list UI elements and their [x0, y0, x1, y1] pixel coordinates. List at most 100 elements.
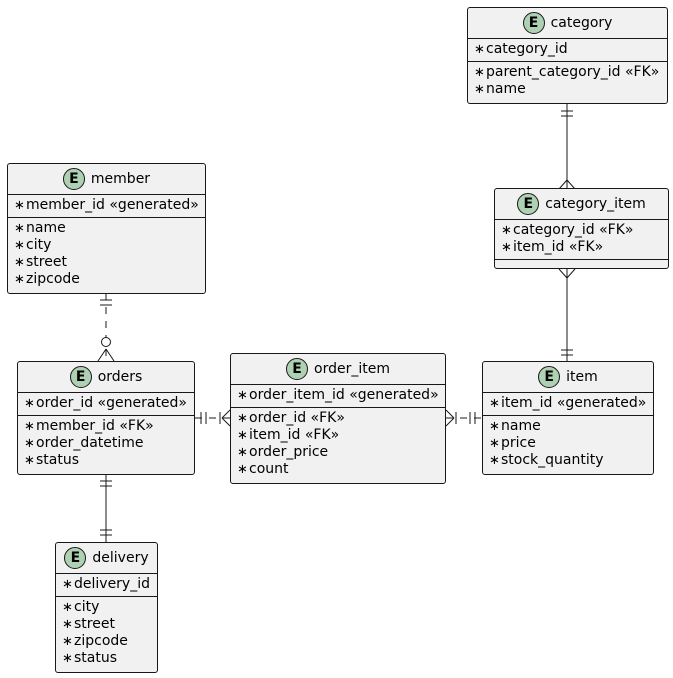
mandatory-marker: ∗ [62, 577, 73, 592]
entity-name: orders [97, 369, 143, 385]
attribute-field: ∗stock_quantity [483, 452, 653, 469]
field-label: order_item_id «generated» [249, 387, 439, 403]
entity-icon: E [522, 12, 545, 34]
key-field: ∗category_id [468, 41, 667, 58]
key-field: ∗delivery_id [56, 576, 157, 593]
attribute-field: ∗name [8, 220, 205, 237]
attribute-field: ∗price [483, 435, 653, 452]
primary-key-section: ∗category_id «FK»∗item_id «FK» [495, 220, 668, 260]
attribute-section: ∗member_id «FK»∗order_datetime∗status [18, 416, 194, 472]
rel-category-item-item [558, 268, 576, 362]
primary-key-section: ∗order_item_id «generated» [231, 385, 445, 408]
key-field: ∗category_id «FK» [495, 222, 668, 239]
mandatory-marker: ∗ [14, 272, 25, 287]
mandatory-marker: ∗ [14, 238, 25, 253]
primary-key-section: ∗order_id «generated» [18, 393, 194, 416]
attribute-field: ∗parent_category_id «FK» [468, 64, 667, 81]
attribute-field: ∗street [8, 254, 205, 271]
mandatory-marker: ∗ [489, 453, 500, 468]
mandatory-marker: ∗ [24, 436, 35, 451]
field-label: parent_category_id «FK» [486, 64, 660, 80]
mandatory-marker: ∗ [489, 396, 500, 411]
rel-category-category-item [558, 104, 576, 190]
entity-icon: E [69, 366, 92, 388]
mandatory-marker: ∗ [237, 462, 248, 477]
entity-name: category_item [545, 196, 646, 212]
attribute-field: ∗status [56, 650, 157, 667]
key-field: ∗member_id «generated» [8, 197, 205, 214]
attribute-section: ∗city∗street∗zipcode∗status [56, 597, 157, 670]
attribute-field: ∗name [468, 81, 667, 98]
entity-icon: E [538, 366, 561, 388]
field-label: order_id «FK» [249, 410, 345, 426]
key-field: ∗order_id «generated» [18, 395, 194, 412]
attribute-section: ∗name∗price∗stock_quantity [483, 416, 653, 472]
mandatory-marker: ∗ [501, 240, 512, 255]
field-label: stock_quantity [501, 452, 604, 468]
attribute-field: ∗status [18, 452, 194, 469]
attribute-field: ∗name [483, 418, 653, 435]
entity-icon: E [286, 358, 309, 380]
field-label: city [74, 599, 100, 615]
field-label: city [26, 237, 52, 253]
key-field: ∗item_id «FK» [495, 239, 668, 256]
field-label: zipcode [26, 271, 80, 287]
mandatory-marker: ∗ [62, 600, 73, 615]
mandatory-marker: ∗ [237, 428, 248, 443]
entity-icon: E [517, 193, 540, 215]
rel-orders-delivery [100, 474, 112, 542]
mandatory-marker: ∗ [14, 255, 25, 270]
field-label: street [26, 254, 67, 270]
field-label: member_id «generated» [26, 197, 199, 213]
field-label: category_id «FK» [513, 222, 634, 238]
mandatory-marker: ∗ [62, 617, 73, 632]
rel-order-item-item [445, 409, 482, 427]
rel-orders-order-item [195, 409, 231, 427]
field-label: item_id «generated» [501, 395, 647, 411]
mandatory-marker: ∗ [474, 42, 485, 57]
attribute-section: ∗name∗city∗street∗zipcode [8, 218, 205, 291]
primary-key-section: ∗delivery_id [56, 574, 157, 597]
mandatory-marker: ∗ [237, 445, 248, 460]
mandatory-marker: ∗ [237, 388, 248, 403]
entity-icon: E [64, 547, 87, 569]
field-label: name [26, 220, 66, 236]
field-label: category_id [486, 41, 568, 57]
attribute-field: ∗member_id «FK» [18, 418, 194, 435]
field-label: name [501, 418, 541, 434]
entity-name: member [90, 171, 151, 187]
entity-name: order_item [314, 361, 390, 377]
field-label: name [486, 81, 526, 97]
attribute-field: ∗order_price [231, 444, 445, 461]
attribute-section [495, 260, 668, 265]
field-label: member_id «FK» [36, 418, 154, 434]
mandatory-marker: ∗ [24, 419, 35, 434]
mandatory-marker: ∗ [474, 82, 485, 97]
attribute-field: ∗zipcode [56, 633, 157, 650]
attribute-section: ∗order_id «FK»∗item_id «FK»∗order_price∗… [231, 408, 445, 481]
mandatory-marker: ∗ [62, 634, 73, 649]
mandatory-marker: ∗ [474, 65, 485, 80]
primary-key-section: ∗item_id «generated» [483, 393, 653, 416]
mandatory-marker: ∗ [489, 419, 500, 434]
attribute-section: ∗parent_category_id «FK»∗name [468, 62, 667, 101]
attribute-field: ∗order_id «FK» [231, 410, 445, 427]
entity-name: item [566, 369, 598, 385]
mandatory-marker: ∗ [501, 223, 512, 238]
field-label: order_datetime [36, 435, 144, 451]
attribute-field: ∗item_id «FK» [231, 427, 445, 444]
field-label: status [36, 452, 80, 468]
